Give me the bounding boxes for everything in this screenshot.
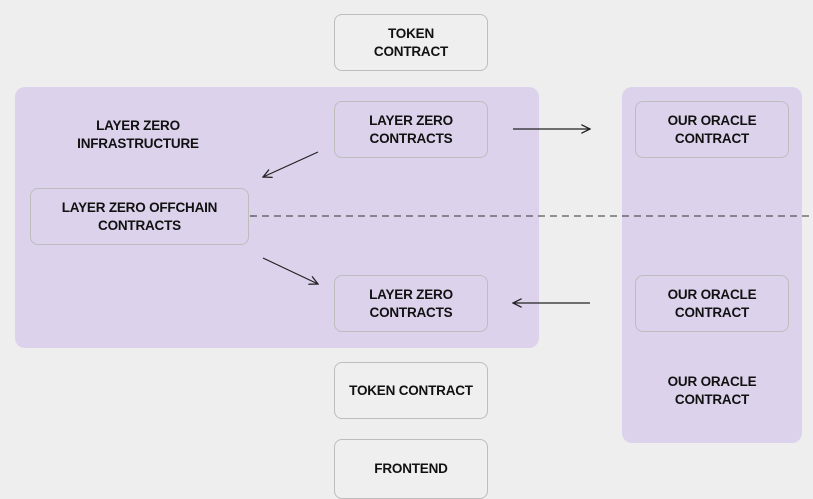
oracle-contract-label: OUR ORACLE CONTRACT: [667, 374, 757, 407]
token-contract-top-box: TOKEN CONTRACT: [334, 14, 488, 71]
layer-zero-contracts-upper-box: LAYER ZERO CONTRACTS: [334, 101, 488, 158]
oracle-contract-lower-box: OUR ORACLE CONTRACT: [635, 275, 789, 332]
layer-zero-infrastructure-label: LAYER ZERO INFRASTRUCTURE: [77, 118, 199, 151]
oracle-contract-upper-box: OUR ORACLE CONTRACT: [635, 101, 789, 158]
layer-zero-contracts-lower-box: LAYER ZERO CONTRACTS: [334, 275, 488, 332]
frontend-box: FRONTEND: [334, 439, 488, 499]
arrow-lz-to-offchain: [263, 151, 319, 177]
token-contract-bottom-box: TOKEN CONTRACT: [334, 362, 488, 419]
arrow-offchain-to-lz: [262, 257, 318, 284]
layer-zero-offchain-contracts-box: LAYER ZERO OFFCHAIN CONTRACTS: [30, 188, 249, 245]
